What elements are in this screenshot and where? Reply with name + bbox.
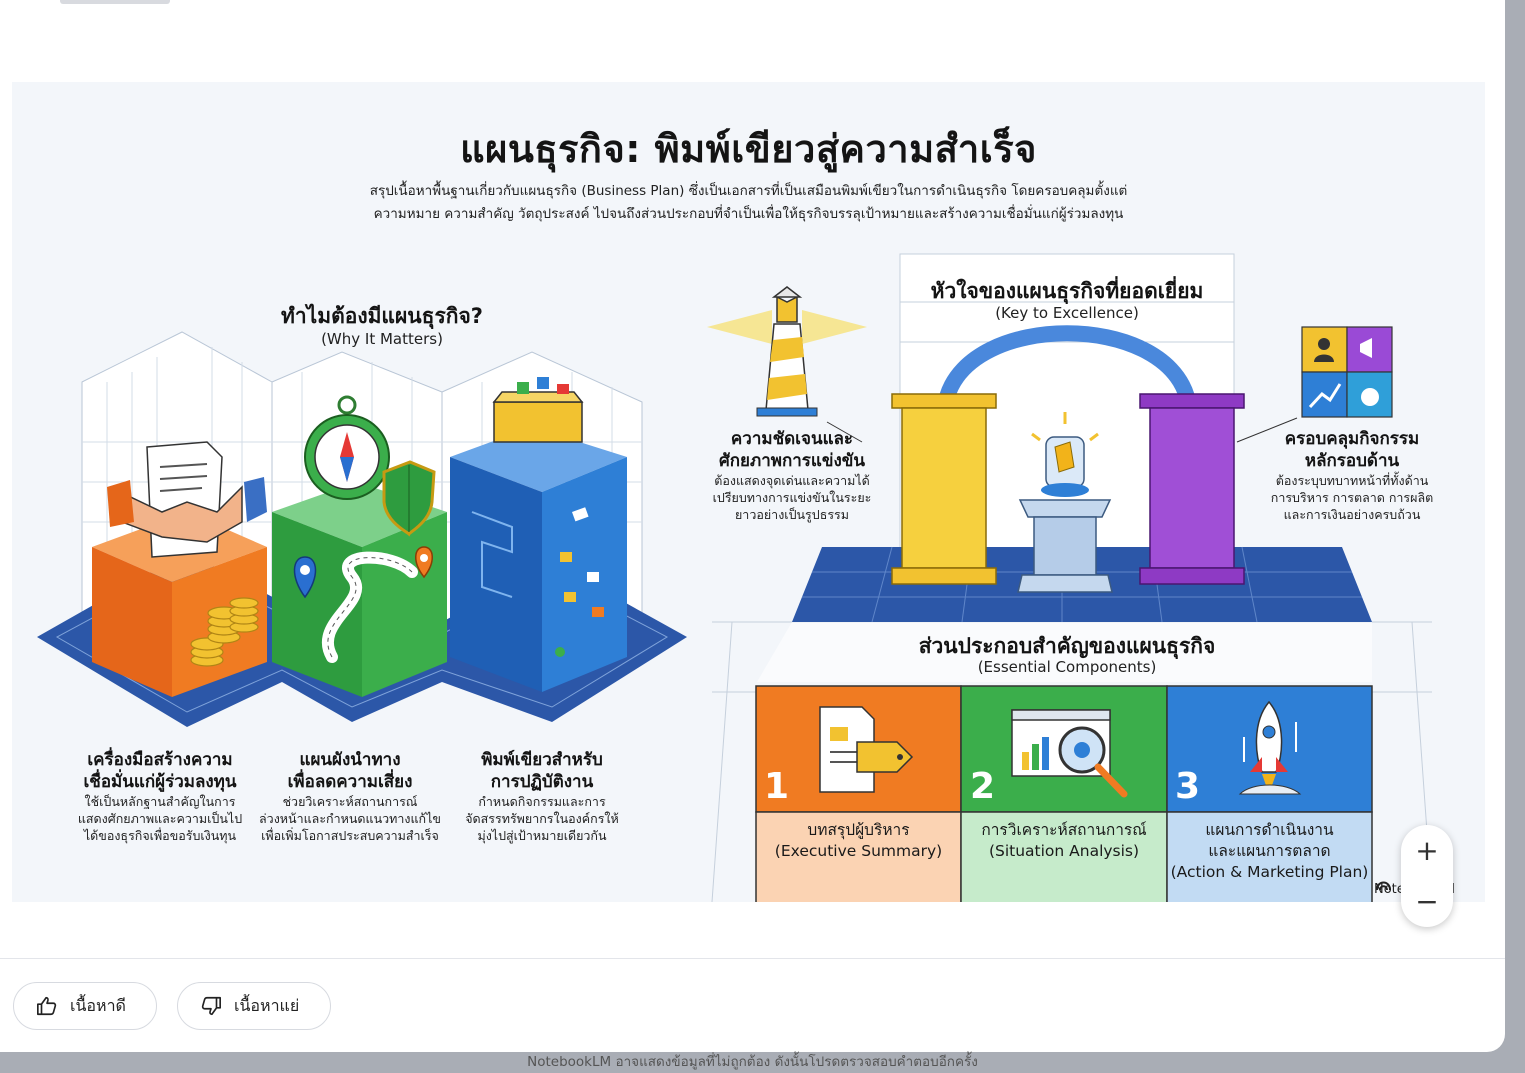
why-item-title: เชื่อมั่นแก่ผู้ร่วมลงทุน (83, 772, 237, 792)
rocket-icon (1238, 700, 1302, 795)
key-right-block: ครอบคลุมกิจกรรม หลักรอบด้าน ต้องระบุบทบา… (1252, 428, 1452, 523)
zoom-out-button[interactable]: − (1401, 876, 1453, 927)
component-label-line: (Executive Summary) (774, 842, 943, 860)
key-right-body: การบริหาร การตลาด การผลิต (1270, 490, 1434, 505)
puzzle-icon (1301, 326, 1393, 418)
component-label-line: แผนการดำเนินงาน (1205, 821, 1334, 839)
thumbs-down-icon (201, 996, 221, 1016)
why-item-blueprint: พิมพ์เขียวสำหรับ การปฏิบัติงาน กำหนดกิจก… (442, 749, 642, 844)
why-item-risk: แผนผังนำทาง เพื่อลดความเสี่ยง ช่วยวิเครา… (250, 749, 450, 844)
why-item-body: มุ่งไปสู่เป้าหมายเดียวกัน (477, 828, 607, 843)
component-number: 1 (764, 766, 790, 807)
shield-icon (382, 460, 436, 537)
why-item-title: เพื่อลดความเสี่ยง (287, 772, 413, 792)
why-item-investor: เครื่องมือสร้างความ เชื่อมั่นแก่ผู้ร่วมล… (60, 749, 260, 844)
zoom-in-button[interactable]: + (1401, 825, 1453, 876)
purple-pillar (1139, 393, 1245, 585)
why-item-body: ช่วยวิเคราะห์สถานการณ์ (282, 794, 418, 809)
compass-icon (304, 395, 390, 500)
why-item-body: ใช้เป็นหลักฐานสำคัญในการ (84, 794, 236, 809)
chat-panel: แผนธุรกิจ: พิมพ์เขียวสู่ความสำเร็จ สรุปเ… (0, 0, 1505, 1052)
thumbs-up-icon (37, 996, 57, 1016)
infographic-artwork (37, 253, 1433, 902)
component-label-line: (Situation Analysis) (988, 842, 1140, 860)
yellow-pillar (891, 393, 997, 585)
infographic-title: แผนธุรกิจ: พิมพ์เขียวสู่ความสำเร็จ (460, 127, 1037, 171)
why-item-title: พิมพ์เขียวสำหรับ (481, 750, 603, 770)
handshake-document-icon (107, 441, 267, 558)
components-heading: ส่วนประกอบสำคัญของแผนธุรกิจ (918, 634, 1216, 658)
components-heading-en: (Essential Components) (977, 658, 1157, 676)
key-left-block: ความชัดเจนและ ศักยภาพการแข่งขัน ต้องแสดง… (692, 428, 892, 523)
key-left-title: ศักยภาพการแข่งขัน (718, 451, 866, 471)
component-label-line: บทสรุปผู้บริหาร (807, 821, 910, 839)
zoom-in-icon: + (1415, 834, 1439, 867)
bad-content-label: เนื้อหาแย่ (234, 995, 300, 1015)
why-item-title: แผนผังนำทาง (299, 750, 401, 770)
subtitle-line: สรุปเนื้อหาพื้นฐานเกี่ยวกับแผนธุรกิจ (Bu… (369, 183, 1128, 199)
why-item-body: กำหนดกิจกรรมและการ (478, 794, 606, 809)
coins-icon (190, 597, 259, 667)
infographic-image: แผนธุรกิจ: พิมพ์เขียวสู่ความสำเร็จ สรุปเ… (12, 82, 1485, 902)
key-heading: หัวใจของแผนธุรกิจที่ยอดเยี่ยม (930, 279, 1204, 303)
key-left-body: ต้องแสดงจุดเด่นและความได้ (714, 473, 870, 488)
notebooklm-logo-icon (1376, 881, 1391, 891)
pedestal-gem-icon (1017, 412, 1113, 593)
component-label-line: (Action & Marketing Plan) (1170, 863, 1369, 881)
top-scroll-stub (60, 0, 170, 4)
infographic-subtitle: สรุปเนื้อหาพื้นฐานเกี่ยวกับแผนธุรกิจ (Bu… (342, 180, 1155, 226)
lighthouse-icon (707, 286, 867, 417)
key-right-body: ต้องระบุบทบาทหน้าที่ทั้งด้าน (1275, 473, 1429, 488)
why-item-title: เครื่องมือสร้างความ (87, 750, 233, 770)
arch-icon (939, 325, 1195, 400)
key-right-title: หลักรอบด้าน (1304, 451, 1400, 471)
blue-cube (450, 427, 627, 692)
document-tag-icon (819, 706, 914, 793)
key-right-title: ครอบคลุมกิจกรรม (1284, 429, 1420, 449)
key-left-body: เปรียบทางการแข่งขันในระยะ (712, 490, 872, 505)
analysis-magnifier-icon (1011, 709, 1128, 798)
zoom-control: + − (1401, 825, 1453, 927)
good-content-label: เนื้อหาดี (70, 995, 126, 1015)
why-item-body: ได้ของธุรกิจเพื่อขอรับเงินทุน (83, 828, 237, 843)
why-heading: ทำไมต้องมีแผนธุรกิจ? (281, 304, 483, 328)
component-label-executive-summary: บทสรุปผู้บริหาร (Executive Summary) (756, 820, 961, 862)
disclaimer-text: NotebookLM อาจแสดงข้อมูลที่ไม่ถูกต้อง ดั… (527, 1054, 978, 1070)
subtitle-line: ความหมาย ความสำคัญ วัตถุประสงค์ ไปจนถึงส… (373, 206, 1124, 222)
why-item-body: แสดงศักยภาพและความเป็นไป (77, 811, 243, 826)
key-left-body: ยาวอย่างเป็นรูปธรรม (734, 507, 849, 522)
good-content-button[interactable]: เนื้อหาดี (13, 982, 157, 1030)
why-heading-en: (Why It Matters) (321, 330, 443, 348)
key-right-body: และการเงินอย่างครบถ้วน (1283, 507, 1421, 522)
why-item-body: ล่วงหน้าและกำหนดแนวทางแก้ไข (259, 811, 441, 826)
divider (0, 958, 1505, 959)
component-label-line: และแผนการตลาด (1208, 842, 1331, 860)
component-number: 2 (970, 766, 996, 807)
toolbox-icon (492, 377, 584, 443)
component-label-action-plan: แผนการดำเนินงาน และแผนการตลาด (Action & … (1167, 820, 1372, 883)
why-item-body: จัดสรรทรัพยากรในองค์กรให้ (465, 811, 619, 826)
key-heading-en: (Key to Excellence) (995, 304, 1139, 322)
map-pin-icon (293, 546, 433, 599)
why-item-title: การปฏิบัติงาน (490, 772, 594, 792)
zoom-out-icon: − (1415, 885, 1439, 918)
component-number: 3 (1175, 766, 1201, 807)
bad-content-button[interactable]: เนื้อหาแย่ (177, 982, 331, 1030)
component-label-situation-analysis: การวิเคราะห์สถานการณ์ (Situation Analysi… (961, 820, 1167, 862)
key-left-title: ความชัดเจนและ (730, 429, 854, 449)
why-item-body: เพื่อเพิ่มโอกาสประสบความสำเร็จ (261, 828, 439, 843)
component-label-line: การวิเคราะห์สถานการณ์ (981, 821, 1147, 839)
